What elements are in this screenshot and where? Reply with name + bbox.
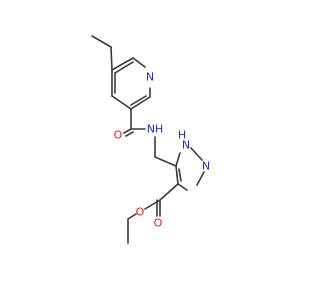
bond xyxy=(175,165,179,185)
atom-imidazole-nh-h: H xyxy=(178,129,186,142)
bond xyxy=(132,57,146,68)
bond xyxy=(130,96,151,110)
atom-ester-ether-o: O xyxy=(136,206,145,219)
bond xyxy=(130,95,147,106)
bond xyxy=(111,57,134,71)
bond xyxy=(196,171,205,186)
bond xyxy=(177,183,188,191)
bond xyxy=(127,213,137,220)
bond xyxy=(154,156,177,167)
atom-amide-o: O xyxy=(114,129,123,142)
bond xyxy=(159,183,179,201)
bond xyxy=(91,35,112,48)
bond xyxy=(114,61,134,74)
atom-amide-nh: NH xyxy=(147,123,164,136)
bond xyxy=(125,131,134,137)
bond xyxy=(144,199,161,210)
bond xyxy=(111,95,132,110)
structure-canvas: N O NH H N N O O xyxy=(91,35,210,244)
bond xyxy=(190,147,203,161)
molecule-diagram: N O NH H N N O O xyxy=(91,35,210,244)
bond xyxy=(110,46,113,71)
bond xyxy=(123,128,132,134)
atom-imidazole-n: N xyxy=(202,160,210,173)
bond xyxy=(175,152,181,167)
bond xyxy=(178,168,182,182)
atom-imidazole-nh-n: N xyxy=(182,139,190,152)
atom-pyridine-n: N xyxy=(146,71,154,84)
atom-ester-carbonyl-o: O xyxy=(154,217,163,230)
